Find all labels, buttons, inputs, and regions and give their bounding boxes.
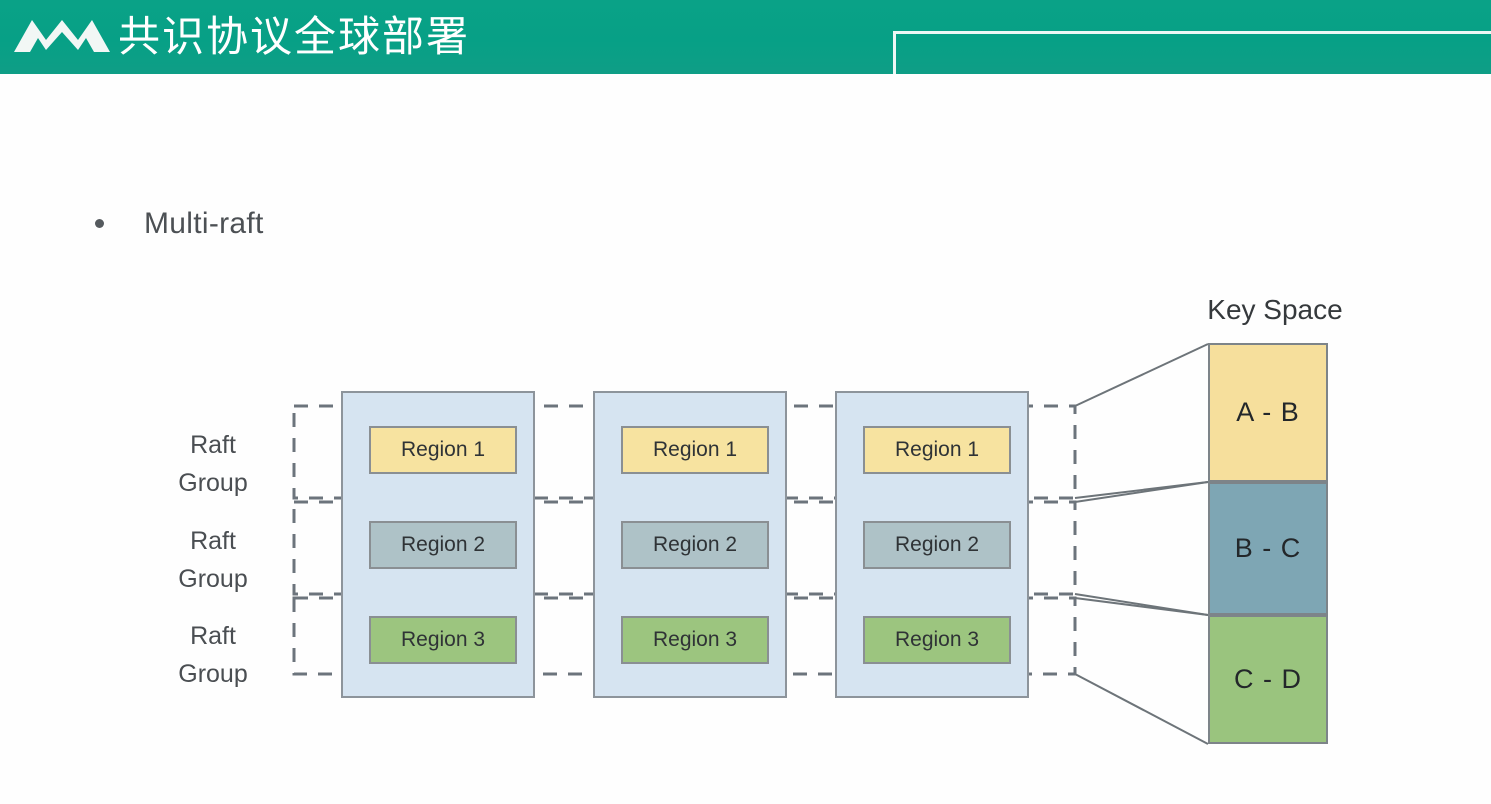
node-3-region-3-label: Region 3 xyxy=(894,628,980,651)
key-space-block-c-d[interactable]: C - D xyxy=(1208,615,1328,744)
node-column-1: Region 1 Region 2 Region 3 xyxy=(341,391,535,698)
node-1-region-1-label: Region 1 xyxy=(400,438,486,461)
connector-group2-top xyxy=(1074,481,1209,503)
raft-group-label-1-line2: Group xyxy=(178,469,248,497)
node-3-region-2-label: Region 2 xyxy=(894,533,980,556)
raft-group-label-3-line2: Group xyxy=(178,660,248,688)
raft-group-label-2-line1: Raft xyxy=(190,527,236,555)
bullet-label: Multi-raft xyxy=(144,207,264,240)
header-decorative-frame xyxy=(893,31,1491,74)
raft-group-label-1-line1: Raft xyxy=(190,431,236,459)
node-1-region-1[interactable]: Region 1 xyxy=(369,426,517,474)
raft-group-label-3-line1: Raft xyxy=(190,622,236,650)
raft-group-label-2-line2: Group xyxy=(178,565,248,593)
bullet-marker-icon xyxy=(95,219,104,228)
node-2-region-1-label: Region 1 xyxy=(652,438,738,461)
connector-group3-bottom xyxy=(1074,673,1209,745)
key-space-block-b-c[interactable]: B - C xyxy=(1208,482,1328,615)
mountain-m-logo-icon xyxy=(12,10,112,62)
node-2-region-2-label: Region 2 xyxy=(652,533,738,556)
node-1-region-3-label: Region 3 xyxy=(400,628,486,651)
connector-group3-top xyxy=(1074,597,1209,616)
node-2-region-1[interactable]: Region 1 xyxy=(621,426,769,474)
node-1-region-2-label: Region 2 xyxy=(400,533,486,556)
raft-group-label-1: Raft Group xyxy=(138,426,288,502)
node-3-region-1-label: Region 1 xyxy=(894,438,980,461)
key-space-block-a-b-label: A - B xyxy=(1236,397,1300,427)
node-1-region-3[interactable]: Region 3 xyxy=(369,616,517,664)
raft-group-label-3: Raft Group xyxy=(138,617,288,693)
raft-group-label-2: Raft Group xyxy=(138,522,288,598)
bullet-multi-raft: Multi-raft xyxy=(95,207,264,241)
key-space-title: Key Space xyxy=(1207,294,1343,325)
page-title: 共识协议全球部署 xyxy=(118,13,471,60)
connector-group1-top xyxy=(1074,343,1209,407)
key-space-block-a-b[interactable]: A - B xyxy=(1208,343,1328,482)
node-3-region-1[interactable]: Region 1 xyxy=(863,426,1011,474)
node-3-region-3[interactable]: Region 3 xyxy=(863,616,1011,664)
node-column-2: Region 1 Region 2 Region 3 xyxy=(593,391,787,698)
node-column-3: Region 1 Region 2 Region 3 xyxy=(835,391,1029,698)
slide-header: 共识协议全球部署 xyxy=(0,0,1491,74)
raft-group-3-dashed-box xyxy=(292,596,1077,676)
node-2-region-2[interactable]: Region 2 xyxy=(621,521,769,569)
multi-raft-diagram: Raft Group Raft Group Raft Group Region … xyxy=(0,74,1491,804)
node-2-region-3[interactable]: Region 3 xyxy=(621,616,769,664)
key-space-block-c-d-label: C - D xyxy=(1234,664,1302,694)
node-2-region-3-label: Region 3 xyxy=(652,628,738,651)
slide-body: Multi-raft Raft Group Raft Group xyxy=(0,74,1491,804)
node-3-region-2[interactable]: Region 2 xyxy=(863,521,1011,569)
node-1-region-2[interactable]: Region 2 xyxy=(369,521,517,569)
key-space-block-b-c-label: B - C xyxy=(1234,533,1302,563)
